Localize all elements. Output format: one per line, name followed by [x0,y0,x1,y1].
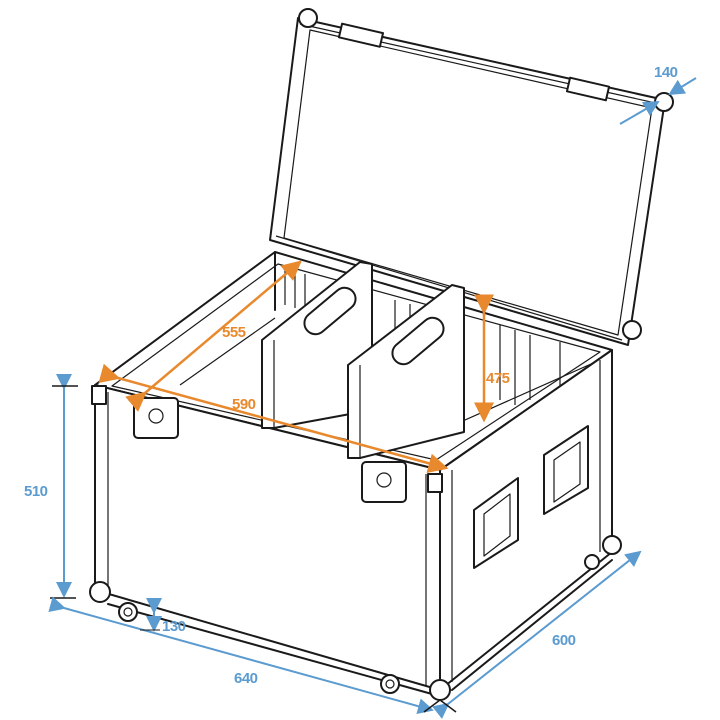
lid-latch-left-icon [337,22,385,48]
divider-handle-cutout [391,316,445,366]
ball-corner-icon [429,679,451,701]
internal-width-line [98,363,449,474]
corner-bracket-icon [91,385,107,405]
lid-latch-right-icon [565,76,611,102]
internal-width-label: 590 [232,396,256,413]
recessed-handle-icon [473,477,519,569]
ball-corner-icon [298,8,318,28]
recessed-handle-icon [543,425,589,515]
lid-height-line-a [619,100,660,125]
internal-depth-label: 555 [222,324,246,341]
lid-height-line-b [668,77,697,96]
width-label: 640 [234,670,258,687]
butterfly-latch-icon [361,461,407,503]
corner-bracket-icon [427,473,443,493]
castor-wheel-icon [118,602,138,622]
ball-corner-icon [622,320,642,340]
castor-wheel-icon [380,674,400,694]
butterfly-latch-icon [133,397,179,439]
castor-wheel-icon [584,554,600,570]
internal-height-label: 475 [486,370,510,387]
lid-height-label: 140 [654,64,678,81]
ball-corner-icon [602,535,622,555]
width-dimension-line [48,596,434,714]
wheel-height-label: 130 [162,618,186,635]
height-label: 510 [24,483,48,500]
depth-dimension-line [432,550,642,719]
depth-label: 600 [552,632,576,649]
ball-corner-icon [89,581,111,603]
divider-handle-cutout [303,286,357,336]
